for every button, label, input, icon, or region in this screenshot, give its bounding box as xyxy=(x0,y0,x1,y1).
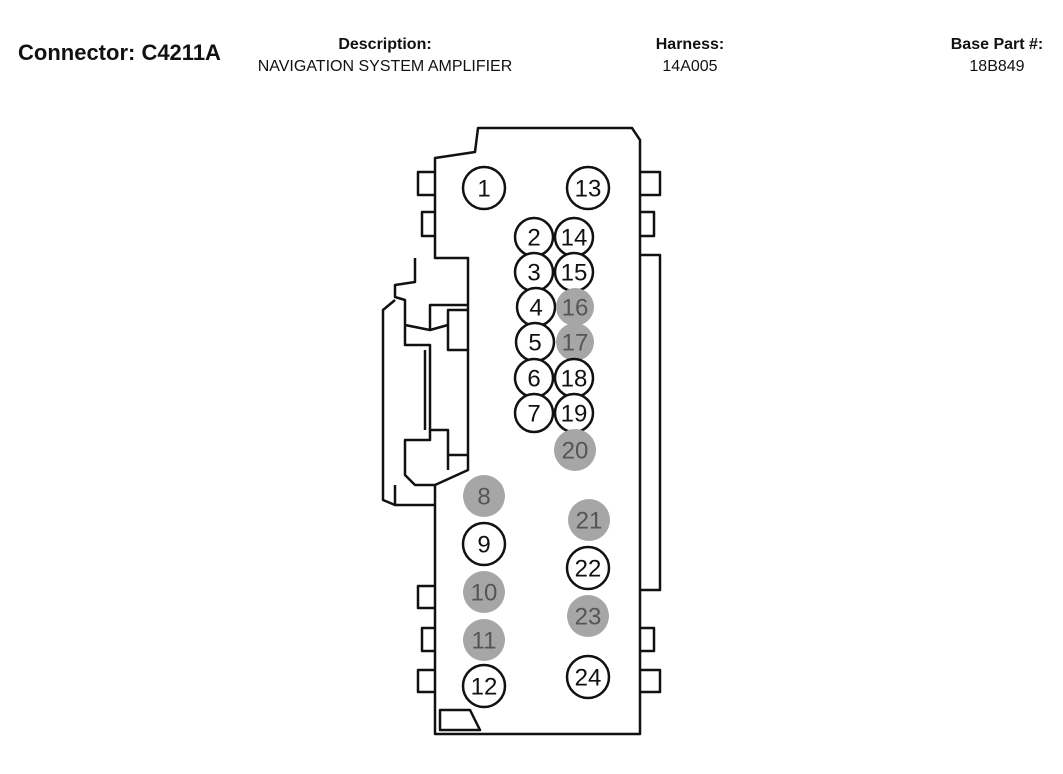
base-part-block: Base Part #: 18B849 xyxy=(937,36,1057,80)
pin-label-4: 4 xyxy=(529,295,542,322)
pin-label-13: 13 xyxy=(575,176,602,203)
pin-cavity-16 xyxy=(556,288,594,326)
pin-cavity-10 xyxy=(463,571,505,613)
description-label: Description: xyxy=(338,36,432,53)
pin-cavity-17 xyxy=(556,323,594,361)
pin-label-2: 2 xyxy=(527,225,540,252)
pin-cavity-8 xyxy=(463,475,505,517)
description-block: Description: NAVIGATION SYSTEM AMPLIFIER xyxy=(240,36,530,80)
harness-block: Harness: 14A005 xyxy=(640,36,740,80)
pin-label-17: 17 xyxy=(562,330,589,357)
base-part-label: Base Part #: xyxy=(950,36,1044,53)
pin-cavity-20 xyxy=(554,429,596,471)
pin-cavity-7 xyxy=(513,392,555,434)
harness-value: 14A005 xyxy=(662,58,718,75)
pin-cavity-23 xyxy=(567,595,609,637)
pin-cavity-9 xyxy=(461,521,507,567)
pin-cavity-13 xyxy=(565,165,611,211)
pin-label-22: 22 xyxy=(575,556,602,583)
pin-label-3: 3 xyxy=(527,260,540,287)
pin-label-10: 10 xyxy=(471,580,498,607)
pin-label-11: 11 xyxy=(472,628,497,655)
pin-cavity-11 xyxy=(463,619,505,661)
pin-cavity-1 xyxy=(461,165,507,211)
pin-label-20: 20 xyxy=(562,438,589,465)
connector-housing xyxy=(381,126,662,736)
pin-label-21: 21 xyxy=(576,508,603,535)
base-part-value: 18B849 xyxy=(969,58,1025,75)
pin-label-16: 16 xyxy=(562,295,589,322)
pin-label-9: 9 xyxy=(477,532,490,559)
pin-cavity-24 xyxy=(565,654,611,700)
pin-cavity-22 xyxy=(565,545,611,591)
harness-label: Harness: xyxy=(655,36,725,53)
pin-label-18: 18 xyxy=(561,366,588,393)
pin-label-19: 19 xyxy=(561,401,588,428)
pin-label-1: 1 xyxy=(477,176,490,203)
description-value: NAVIGATION SYSTEM AMPLIFIER xyxy=(257,58,513,75)
pin-label-14: 14 xyxy=(561,225,588,252)
pin-label-6: 6 xyxy=(527,366,540,393)
pin-cavity-21 xyxy=(568,499,610,541)
pin-label-7: 7 xyxy=(527,401,540,428)
connector-title: Connector: C4211A xyxy=(18,40,221,65)
pin-cavity-12 xyxy=(461,663,507,709)
pin-label-8: 8 xyxy=(477,484,490,511)
pin-label-5: 5 xyxy=(528,330,541,357)
pin-label-12: 12 xyxy=(471,674,498,701)
pin-label-15: 15 xyxy=(561,260,588,287)
pin-label-24: 24 xyxy=(575,665,602,692)
pin-label-23: 23 xyxy=(575,604,602,631)
